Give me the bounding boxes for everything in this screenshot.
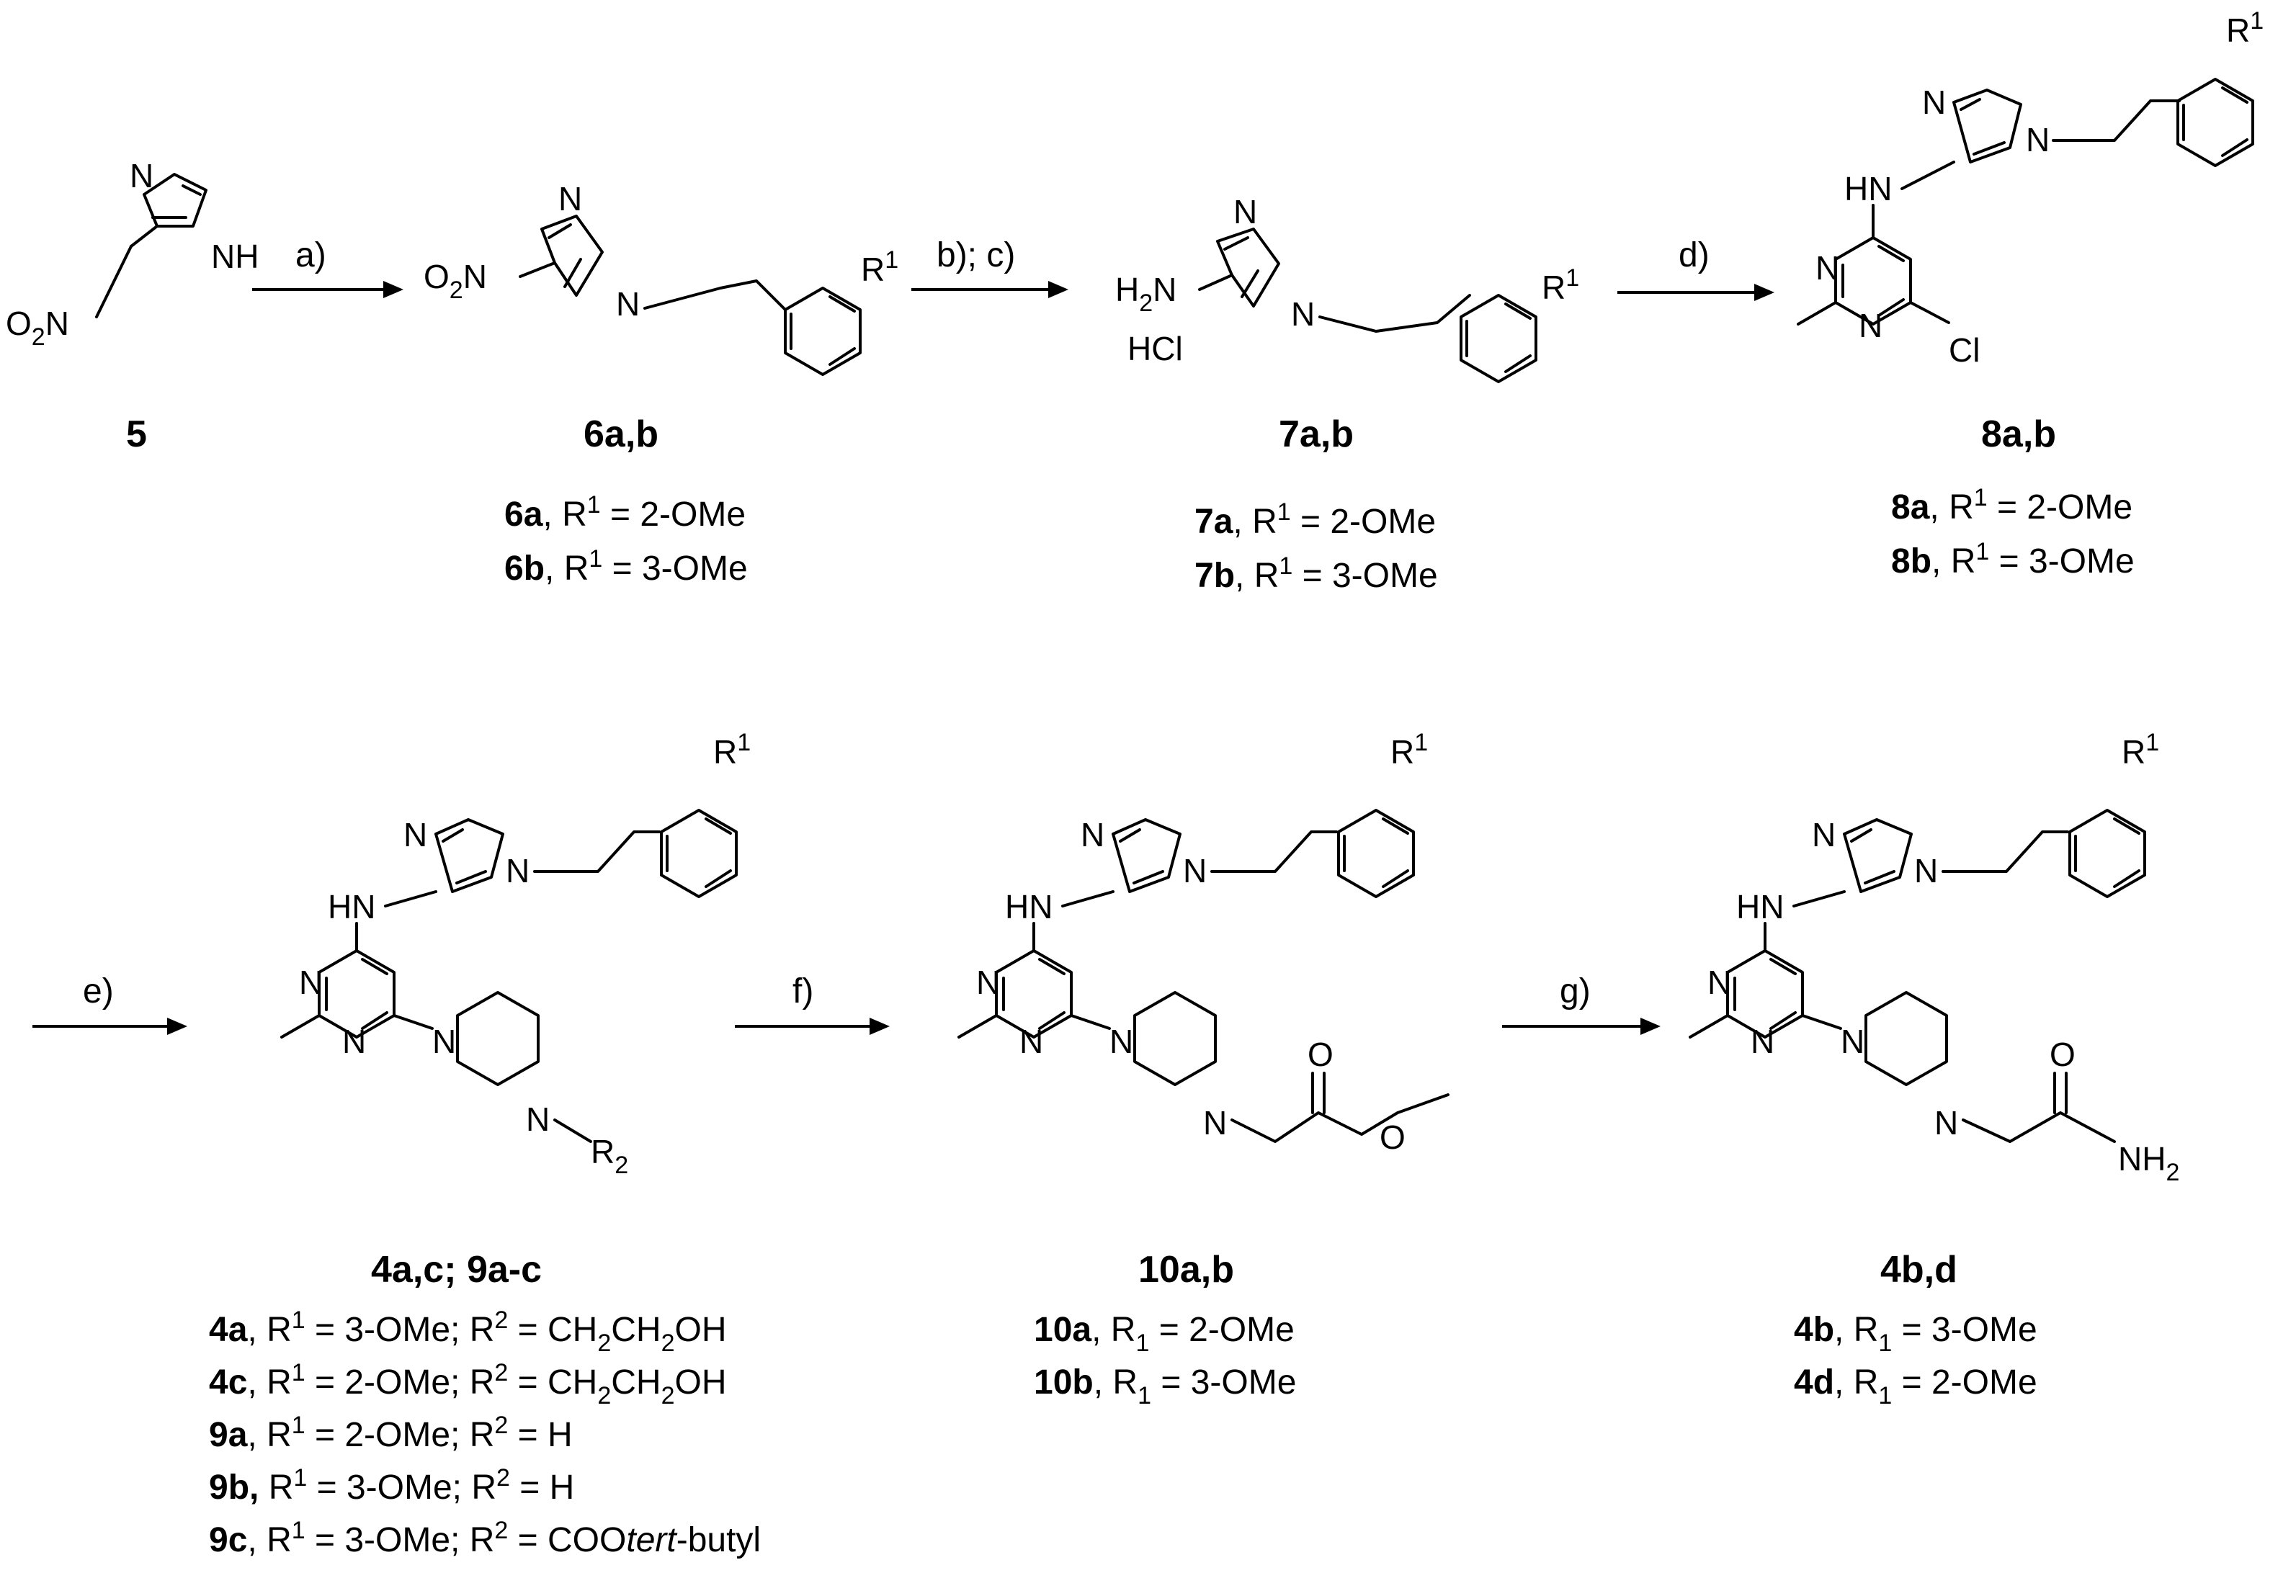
structure-4bd: N N R1 HN N N N N O NH2 [1689, 729, 2179, 1186]
compound-label-7ab: 7a,b [1279, 413, 1354, 455]
atom-n-pip2: N [526, 1100, 550, 1138]
variant-4a: 4a, R1 = 3-OMe; R2 = CH2CH2OH [209, 1306, 727, 1357]
atom-n: N [342, 1023, 366, 1060]
reaction-arrow-a: a) [252, 236, 403, 298]
variant-10b: 10b, R1 = 3-OMe [1034, 1363, 1296, 1409]
arrow-label-g: g) [1560, 972, 1591, 1010]
atom-n: N [1081, 816, 1104, 853]
atom-r2: R2 [591, 1133, 628, 1179]
arrow-label-e: e) [83, 972, 114, 1010]
atom-n: N [1019, 1023, 1043, 1060]
atom-o: O [2050, 1036, 2076, 1073]
atom-n-pip2: N [1203, 1104, 1227, 1142]
compound-label-5: 5 [126, 413, 147, 455]
arrow-label-f: f) [792, 972, 813, 1010]
r1-label: R1 [713, 729, 751, 771]
reaction-arrow-d: d) [1617, 236, 1774, 301]
compound-label-6ab: 6a,b [584, 413, 658, 455]
atom-n: N [1859, 307, 1882, 344]
atom-n: N [558, 180, 582, 218]
atom-n: N [1707, 964, 1731, 1001]
atom-hn: HN [1844, 170, 1892, 207]
compound-label-10ab: 10a,b [1138, 1249, 1234, 1291]
atom-n: N [1815, 249, 1839, 287]
atom-o: O [1308, 1036, 1334, 1073]
structure-4ac-9ac: N N R1 HN N N N N R2 [280, 729, 751, 1179]
atom-hn: HN [1736, 888, 1784, 925]
atom-n1: N [1291, 295, 1315, 333]
variant-6a: 6a, R1 = 2-OMe [504, 491, 746, 534]
variant-10a: 10a, R1 = 2-OMe [1034, 1311, 1295, 1357]
atom-hcl: HCl [1127, 330, 1183, 367]
r1-label: R1 [1542, 264, 1579, 306]
variant-8b: 8b, R1 = 3-OMe [1891, 538, 2135, 580]
reaction-arrow-bc: b); c) [911, 236, 1068, 298]
atom-n-pip: N [1109, 1023, 1133, 1060]
atom-n-pip: N [432, 1023, 456, 1060]
variant-4d: 4d, R1 = 2-OMe [1794, 1363, 2037, 1409]
compound-label-8ab: 8a,b [1981, 413, 2056, 455]
atom-n1: N [616, 285, 640, 323]
variant-8a: 8a, R1 = 2-OMe [1891, 484, 2132, 526]
variant-7b: 7b, R1 = 3-OMe [1194, 552, 1438, 595]
atom-n: N [976, 964, 1000, 1001]
r1-label: R1 [1390, 729, 1428, 771]
atom-nh: NH [211, 238, 259, 275]
atom-n: N [1922, 84, 1946, 121]
reaction-arrow-f: f) [735, 972, 890, 1035]
atom-n: N [1233, 193, 1257, 230]
r1-label: R1 [2122, 729, 2159, 771]
structure-6: O2N N N R1 [424, 180, 898, 376]
atom-hn: HN [1005, 888, 1053, 925]
variant-7a: 7a, R1 = 2-OMe [1194, 498, 1436, 541]
compound-label-4bd: 4b,d [1880, 1249, 1957, 1291]
reaction-arrow-e: e) [32, 972, 187, 1035]
atom-n1: N [506, 852, 530, 889]
atom-n: N [1751, 1023, 1774, 1060]
atom-n: N [299, 964, 323, 1001]
reaction-arrow-g: g) [1502, 972, 1661, 1035]
arrow-label-d: d) [1679, 236, 1710, 274]
atom-o2n: O2N [6, 305, 69, 351]
arrow-label-a: a) [295, 236, 326, 274]
atom-o2n: O2N [424, 258, 487, 304]
atom-nh2: NH2 [2118, 1140, 2179, 1186]
variant-4c: 4c, R1 = 2-OMe; R2 = CH2CH2OH [209, 1359, 727, 1409]
r1-label: R1 [2226, 7, 2264, 49]
structure-5: O2N N NH [6, 157, 259, 351]
arrow-label-bc: b); c) [937, 236, 1015, 274]
structure-7: H2N HCl N N R1 [1115, 193, 1579, 383]
r1-label: R1 [861, 246, 898, 288]
variant-9a: 9a, R1 = 2-OMe; R2 = H [209, 1412, 573, 1454]
atom-n-pip: N [1841, 1023, 1864, 1060]
structure-8: N N R1 HN N N Cl [1797, 7, 2264, 369]
atom-n: N [403, 816, 427, 853]
compound-label-4ac-9ac: 4a,c; 9a-c [371, 1249, 542, 1291]
structure-10: N N R1 HN N N N N O O [957, 729, 1449, 1156]
variant-9c: 9c, R1 = 3-OMe; R2 = COOtert-butyl [209, 1517, 761, 1559]
atom-hn: HN [328, 888, 375, 925]
atom-n: N [1812, 816, 1836, 853]
atom-n1: N [2026, 121, 2050, 158]
variant-4b: 4b, R1 = 3-OMe [1794, 1311, 2037, 1357]
atom-cl: Cl [1949, 331, 1980, 369]
atom-n-pip2: N [1934, 1104, 1958, 1142]
atom-o-ester: O [1380, 1118, 1406, 1156]
atom-h2n: H2N [1115, 271, 1176, 317]
atom-n1: N [1914, 852, 1938, 889]
variant-6b: 6b, R1 = 3-OMe [504, 545, 748, 588]
atom-n: N [130, 157, 153, 194]
atom-n1: N [1183, 852, 1207, 889]
variant-9b: 9b, R1 = 3-OMe; R2 = H [209, 1464, 574, 1507]
